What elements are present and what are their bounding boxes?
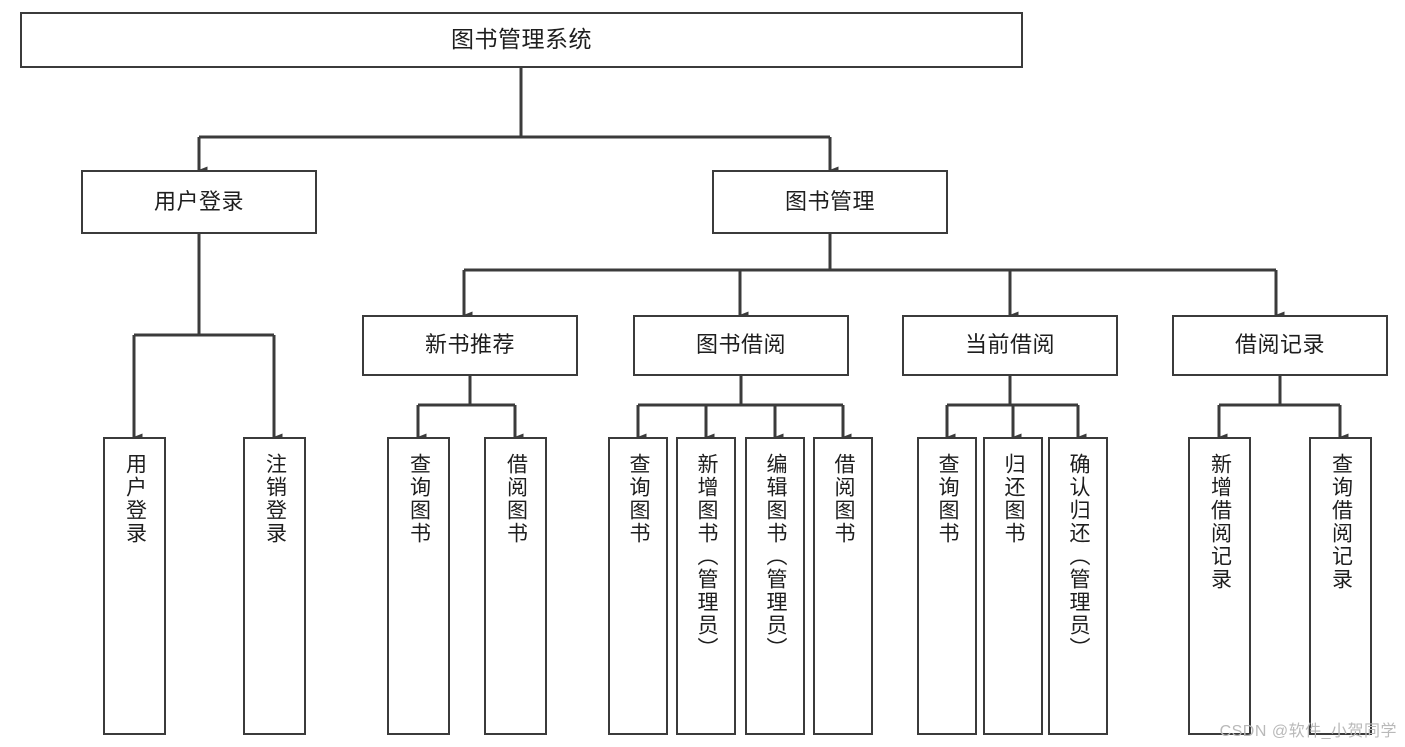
node-leaf-query-book-1-label: 查询图书: [407, 453, 431, 545]
watermark: CSDN @软件_小贺同学: [1219, 723, 1397, 740]
node-leaf-query-record-label: 查询借阅记录: [1329, 453, 1353, 591]
node-user-login-label: 用户登录: [153, 188, 244, 214]
node-leaf-user-login[interactable]: 用户登录: [103, 437, 166, 735]
node-leaf-add-record[interactable]: 新增借阅记录: [1188, 437, 1251, 735]
node-leaf-query-book-2[interactable]: 查询图书: [608, 437, 668, 735]
node-leaf-borrow-book-1-label: 借阅图书: [504, 453, 528, 545]
node-leaf-logout-label: 注销登录: [263, 453, 287, 545]
node-root-label: 图书管理系统: [451, 26, 592, 53]
node-current-borrow-label: 当前借阅: [964, 332, 1055, 358]
node-leaf-borrow-book-2-label: 借阅图书: [832, 453, 856, 545]
node-leaf-return-book[interactable]: 归还图书: [983, 437, 1043, 735]
node-leaf-add-book[interactable]: 新增图书（管理员）: [676, 437, 736, 735]
node-book-manage[interactable]: 图书管理: [712, 170, 948, 234]
node-leaf-edit-book-label: 编辑图书（管理员）: [764, 453, 788, 660]
node-leaf-return-book-label: 归还图书: [1002, 453, 1026, 545]
edge-lines: [132, 68, 1349, 441]
node-new-book-recommend[interactable]: 新书推荐: [362, 315, 578, 376]
node-new-book-recommend-label: 新书推荐: [424, 332, 515, 358]
node-user-login[interactable]: 用户登录: [81, 170, 317, 234]
node-borrow-record[interactable]: 借阅记录: [1172, 315, 1388, 376]
node-leaf-borrow-book-2[interactable]: 借阅图书: [813, 437, 873, 735]
node-leaf-query-book-3[interactable]: 查询图书: [917, 437, 977, 735]
node-leaf-logout[interactable]: 注销登录: [243, 437, 306, 735]
node-leaf-confirm-return[interactable]: 确认归还（管理员）: [1048, 437, 1108, 735]
node-leaf-edit-book[interactable]: 编辑图书（管理员）: [745, 437, 805, 735]
node-leaf-query-book-2-label: 查询图书: [627, 453, 651, 545]
node-book-borrow[interactable]: 图书借阅: [633, 315, 849, 376]
node-borrow-record-label: 借阅记录: [1234, 332, 1325, 358]
node-book-borrow-label: 图书借阅: [695, 332, 786, 358]
node-leaf-user-login-label: 用户登录: [123, 453, 147, 545]
node-leaf-add-record-label: 新增借阅记录: [1208, 453, 1232, 591]
node-leaf-query-book-1[interactable]: 查询图书: [387, 437, 450, 735]
node-leaf-query-book-3-label: 查询图书: [936, 453, 960, 545]
node-leaf-query-record[interactable]: 查询借阅记录: [1309, 437, 1372, 735]
node-root[interactable]: 图书管理系统: [20, 12, 1023, 68]
node-current-borrow[interactable]: 当前借阅: [902, 315, 1118, 376]
node-leaf-confirm-return-label: 确认归还（管理员）: [1067, 453, 1091, 660]
node-book-manage-label: 图书管理: [784, 188, 875, 214]
node-leaf-borrow-book-1[interactable]: 借阅图书: [484, 437, 547, 735]
node-leaf-add-book-label: 新增图书（管理员）: [695, 453, 719, 660]
